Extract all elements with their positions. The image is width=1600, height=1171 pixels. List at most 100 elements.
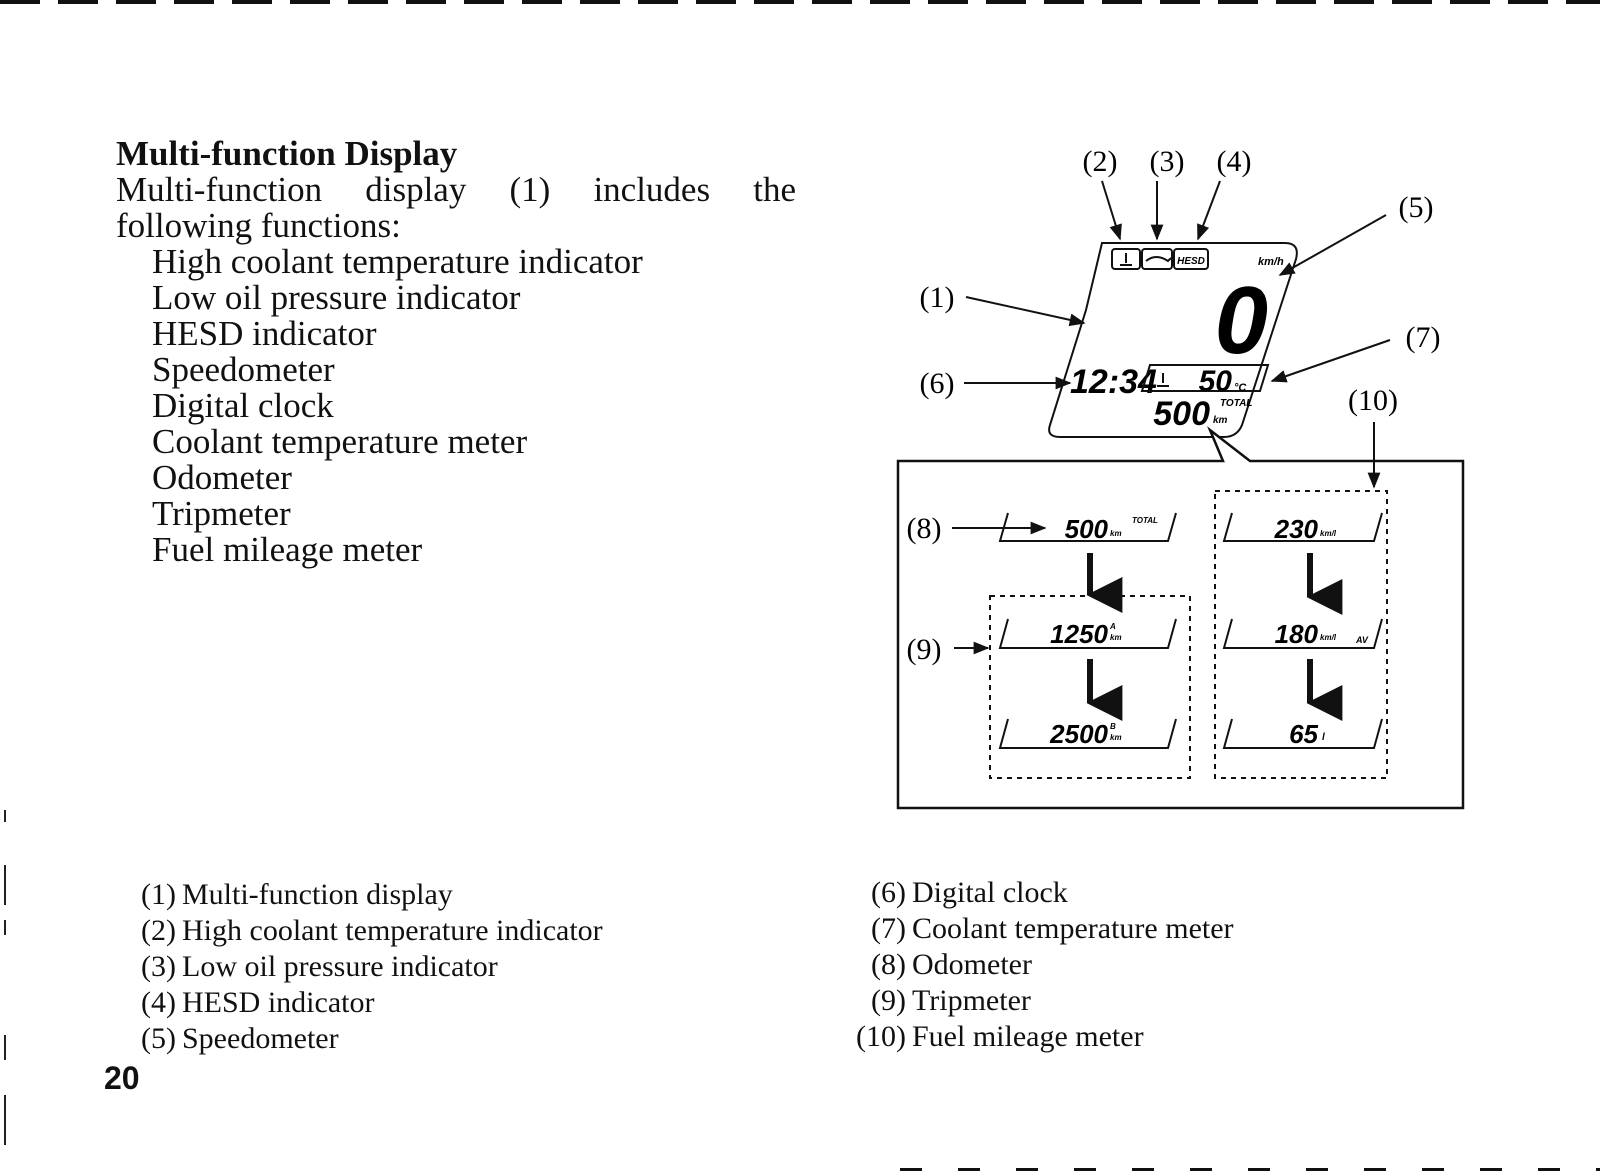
coolant-meter-frame [1140, 364, 1270, 392]
hesd-indicator-badge [1173, 248, 1209, 270]
callout-label-4: (4) [1217, 145, 1252, 178]
oil-can-icon [1145, 256, 1172, 263]
display-diagram: HESD km/h 0 12:34 50 °C TOTAL 500 km (2)… [896, 145, 1465, 810]
callout-label-1: (1) [920, 281, 955, 314]
callout-label-10: (10) [1348, 384, 1398, 417]
caption-item: (8)Odometer [846, 947, 1234, 983]
fuel-used-unit: l [1322, 732, 1325, 743]
caption-number: (7) [871, 912, 906, 945]
caption-item: (7)Coolant temperature meter [846, 911, 1234, 947]
trip-b-readout: 2500 [1049, 719, 1108, 749]
caption-text: Speedometer [182, 1022, 339, 1055]
leader-line-4 [1197, 180, 1221, 241]
list-item: Speedometer [152, 350, 335, 389]
caption-text: Coolant temperature meter [912, 912, 1234, 945]
caption-number: (1) [141, 878, 176, 911]
caption-item: (4)HESD indicator [132, 985, 603, 1021]
trip-b-lcd-frame [998, 718, 1177, 749]
mileage-unit: km/l [1320, 529, 1337, 538]
callout-label-2: (2) [1083, 145, 1118, 178]
caption-item: (10)Fuel mileage meter [846, 1019, 1234, 1055]
list-item: Low oil pressure indicator [152, 278, 521, 317]
list-item: Tripmeter [152, 494, 291, 533]
intro-text-line-2: following functions: [116, 206, 401, 245]
mode-detail-box [896, 426, 1465, 810]
fuel-mileage-group-frame [1214, 490, 1388, 779]
caption-list-left: (1)Multi-function display (2)High coolan… [132, 877, 603, 1057]
leader-line-5 [1278, 214, 1387, 276]
coolant-temp-warning-icon [1111, 248, 1141, 270]
caption-number: (8) [871, 948, 906, 981]
list-item: Digital clock [152, 386, 334, 425]
trip-b-letter: B [1110, 722, 1116, 731]
caption-item: (1)Multi-function display [132, 877, 603, 913]
trip-a-unit: km [1110, 633, 1122, 642]
hesd-badge-text: HESD [1177, 256, 1205, 267]
caption-text: Multi-function display [182, 878, 453, 911]
caption-item: (9)Tripmeter [846, 983, 1234, 1019]
caption-number: (3) [141, 950, 176, 983]
margin-tick [4, 1095, 6, 1145]
total-badge: TOTAL [1220, 398, 1252, 409]
speed-unit: km/h [1258, 256, 1284, 268]
list-item: Fuel mileage meter [152, 530, 423, 569]
intro-text-line-1: Multi-function display (1) includes the [116, 170, 796, 209]
caption-text: Low oil pressure indicator [182, 950, 498, 983]
coolant-temp-unit: °C [1234, 382, 1247, 394]
caption-text: High coolant temperature indicator [182, 914, 603, 947]
avg-mileage-unit: km/l [1320, 633, 1337, 642]
caption-text: Fuel mileage meter [912, 1020, 1144, 1053]
bottom-dash-border [900, 1168, 1600, 1171]
avg-mileage-lcd-frame [1222, 618, 1383, 649]
list-item: High coolant temperature indicator [152, 242, 643, 281]
list-item: HESD indicator [152, 314, 377, 353]
fuel-used-lcd-frame [1222, 718, 1383, 749]
callout-label-6: (6) [920, 367, 955, 400]
leader-line-1 [965, 296, 1086, 327]
mileage-lcd-frame [1222, 512, 1383, 542]
fuel-used-readout: 65 [1289, 719, 1318, 749]
trip-a-lcd-frame [998, 618, 1177, 649]
caption-text: Digital clock [912, 876, 1068, 909]
leader-line-7 [1270, 339, 1391, 383]
caption-item: (5)Speedometer [132, 1021, 603, 1057]
clock-readout: 12:34 [1070, 363, 1157, 401]
list-item: Coolant temperature meter [152, 422, 528, 461]
caption-item: (6)Digital clock [846, 875, 1234, 911]
thermometer-icon [1120, 253, 1132, 266]
avg-mileage-readout: 180 [1275, 619, 1319, 649]
odometer-mode-readout: 500 [1065, 514, 1109, 544]
callout-label-7: (7) [1406, 321, 1441, 354]
odometer-mode-unit: km [1110, 529, 1122, 538]
callout-label-8: (8) [907, 512, 942, 545]
margin-tick [4, 810, 6, 822]
margin-tick [4, 1035, 6, 1060]
avg-badge: AV [1355, 635, 1369, 645]
mileage-readout: 230 [1274, 514, 1319, 544]
caption-item: (3)Low oil pressure indicator [132, 949, 603, 985]
caption-item: (2)High coolant temperature indicator [132, 913, 603, 949]
trip-b-unit: km [1110, 733, 1122, 742]
callout-label-3: (3) [1150, 145, 1185, 178]
leader-line-2 [1101, 180, 1122, 241]
odometer-readout: 500 [1153, 395, 1210, 433]
speed-readout: 0 [1215, 267, 1268, 374]
callout-label-5: (5) [1399, 191, 1434, 224]
list-item: Odometer [152, 458, 292, 497]
caption-text: HESD indicator [182, 986, 375, 1019]
margin-tick [4, 865, 6, 905]
caption-number: (9) [871, 984, 906, 1017]
callout-label-9: (9) [907, 633, 942, 666]
margin-tick [4, 920, 6, 935]
trip-a-readout: 1250 [1050, 619, 1108, 649]
caption-number: (4) [141, 986, 176, 1019]
odometer-lcd-frame [998, 512, 1177, 542]
trip-a-letter: A [1109, 622, 1116, 631]
odometer-mode-total: TOTAL [1132, 516, 1158, 525]
function-list: High coolant temperature indicator Low o… [116, 244, 796, 568]
thermometer-icon [1157, 373, 1169, 387]
multi-function-display-section: Multi-function Display Multi-function di… [116, 136, 796, 568]
section-title: Multi-function Display [116, 134, 458, 173]
caption-list-right: (6)Digital clock (7)Coolant temperature … [846, 875, 1234, 1055]
coolant-temp-readout: 50 [1199, 365, 1233, 398]
